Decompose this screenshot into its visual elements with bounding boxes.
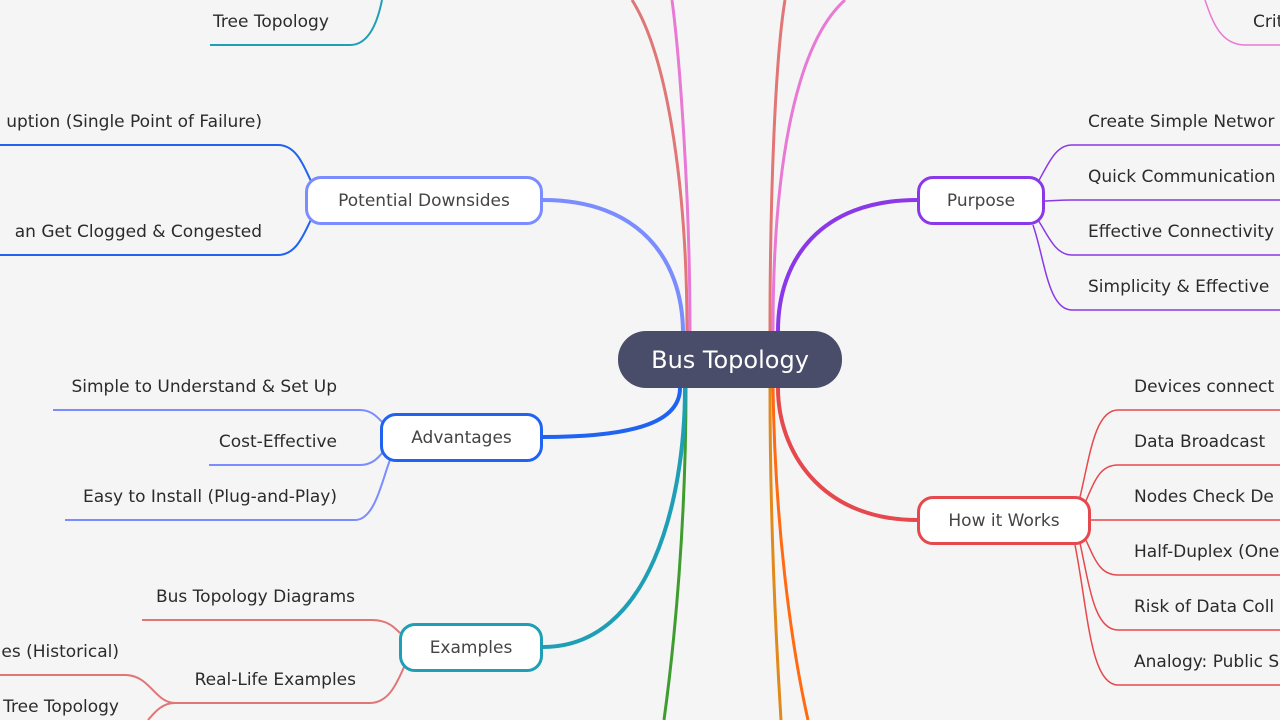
- branch-line-offscreen: [768, 387, 783, 720]
- leaf-how[interactable]: Risk of Data Coll: [1134, 597, 1275, 617]
- branch-line-offscreen: [771, 387, 810, 720]
- leaf-example[interactable]: Bus Topology Diagrams: [155, 587, 355, 607]
- branch-line-offscreen: [670, 0, 692, 332]
- branch-line-examples: [542, 387, 687, 649]
- leaf-real-life[interactable]: Tree Topology: [3, 697, 119, 717]
- leaf-purpose[interactable]: Quick Communication: [1088, 167, 1276, 187]
- branch-line-downsides: [542, 198, 685, 332]
- branch-line-offscreen: [630, 0, 689, 332]
- leaf-how[interactable]: Devices connect: [1134, 377, 1275, 397]
- node-potential-downsides[interactable]: Potential Downsides: [305, 176, 543, 225]
- branch-line-offscreen: [771, 0, 846, 332]
- node-how-it-works[interactable]: How it Works: [917, 496, 1091, 545]
- leaf-advantage[interactable]: Easy to Install (Plug-and-Play): [82, 487, 337, 507]
- leaf-tree-topology-top[interactable]: Tree Topology: [213, 12, 329, 32]
- leaf-how[interactable]: Half-Duplex (One: [1134, 542, 1280, 562]
- leaf-how[interactable]: Nodes Check De: [1134, 487, 1274, 507]
- central-node[interactable]: Bus Topology: [618, 331, 842, 388]
- leaf-advantage[interactable]: Cost-Effective: [218, 432, 337, 452]
- leaf-advantage[interactable]: Simple to Understand & Set Up: [71, 377, 337, 397]
- branch-line-purpose: [776, 198, 918, 332]
- leaf-example[interactable]: Real-Life Examples: [194, 670, 356, 690]
- leaf-crit[interactable]: Crit: [1253, 12, 1280, 32]
- leaf-real-life[interactable]: es (Historical): [1, 642, 119, 662]
- leaf-how[interactable]: Analogy: Public S: [1134, 652, 1280, 672]
- leaf-downside[interactable]: uption (Single Point of Failure): [6, 112, 262, 132]
- branch-line-offscreen: [768, 0, 787, 332]
- leaf-purpose[interactable]: Simplicity & Effective: [1088, 277, 1270, 297]
- node-purpose[interactable]: Purpose: [917, 176, 1045, 225]
- leaf-how[interactable]: Data Broadcast: [1134, 432, 1266, 452]
- branch-line-advantages: [542, 387, 682, 439]
- node-examples[interactable]: Examples: [399, 623, 543, 672]
- leaf-purpose[interactable]: Create Simple Networ: [1088, 112, 1275, 132]
- leaf-purpose[interactable]: Effective Connectivity: [1088, 222, 1275, 242]
- branch-line-how: [776, 387, 918, 522]
- central-node-label: Bus Topology: [651, 345, 809, 374]
- branch-line-offscreen: [662, 387, 688, 720]
- node-advantages[interactable]: Advantages: [380, 413, 543, 462]
- leaf-downside[interactable]: an Get Clogged & Congested: [14, 222, 262, 242]
